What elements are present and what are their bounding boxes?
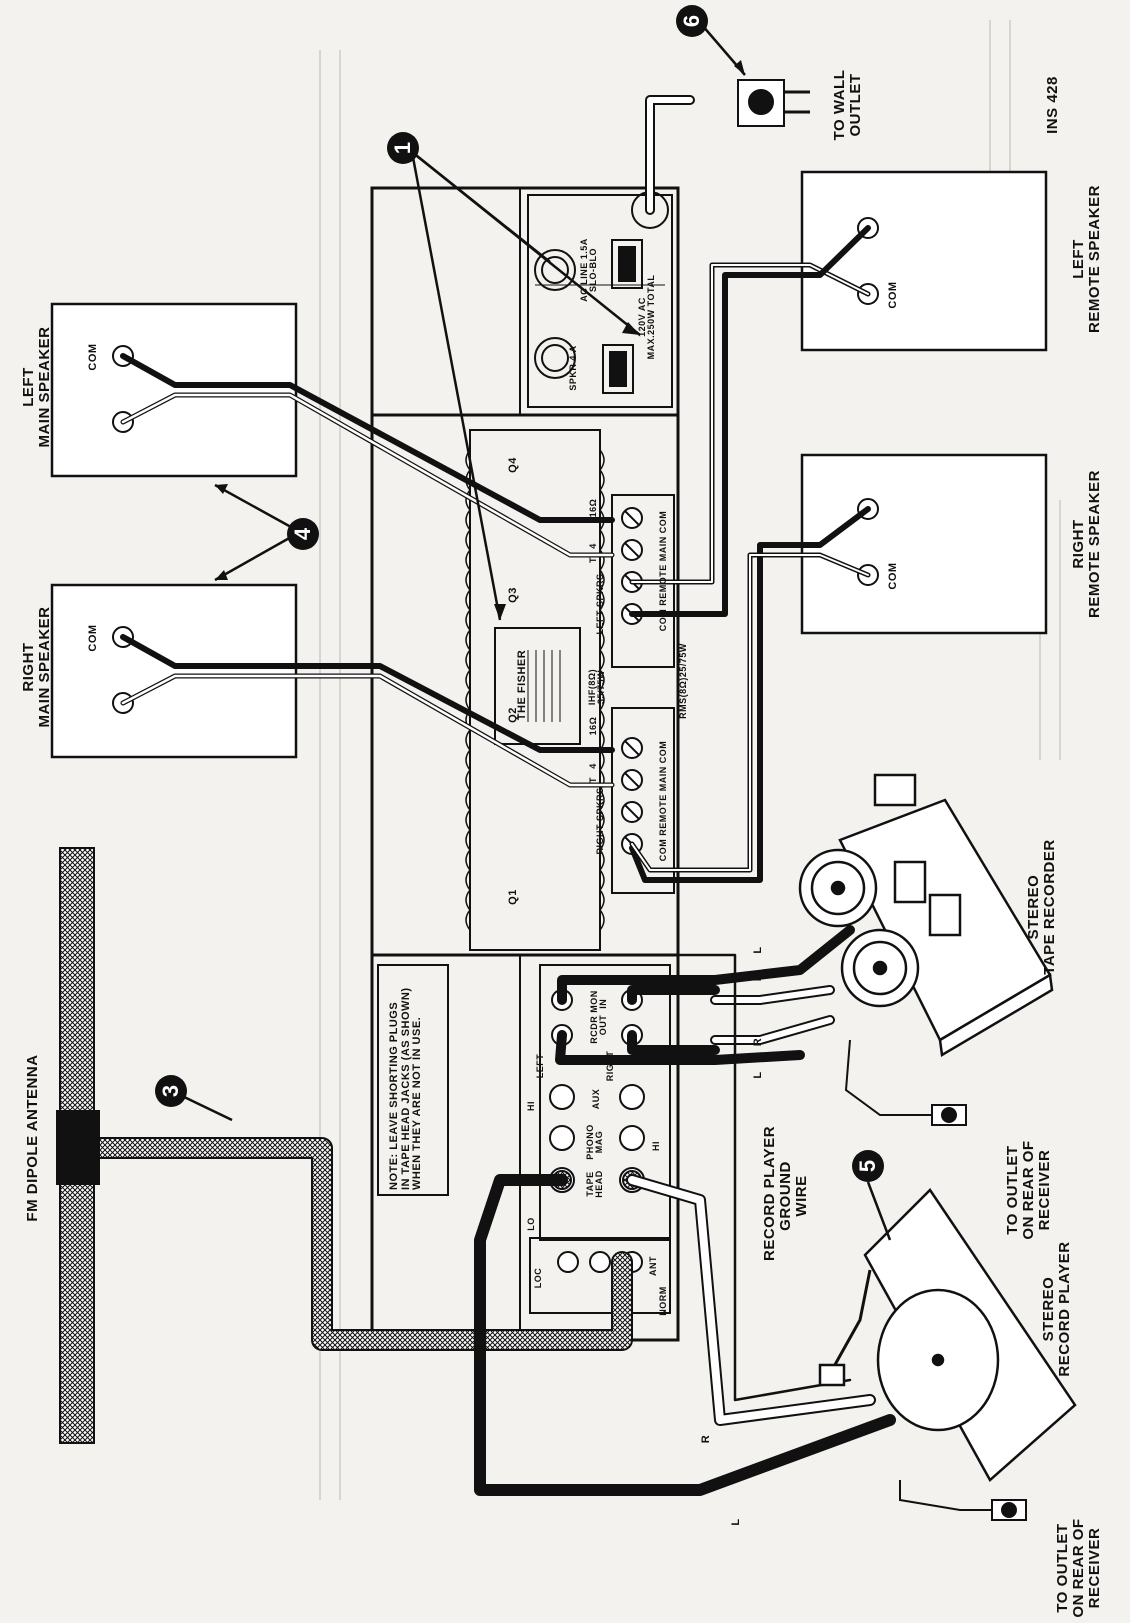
left-main-speaker-label: LEFT MAIN SPEAKER: [20, 326, 53, 448]
speaker-boxes: [50, 170, 1048, 759]
stereo-record-player-label: STEREO RECORD PLAYER: [1040, 1241, 1073, 1377]
com-label-right-main: COM: [87, 624, 99, 652]
com-label-left-remote: COM: [887, 281, 899, 309]
right-main-speaker-label: RIGHT MAIN SPEAKER: [20, 606, 53, 728]
stereo-tape-recorder-label: STEREO TAPE RECORDER: [1025, 839, 1058, 975]
left-spkrs-label: LEFT SPKRS: [595, 573, 605, 635]
q1-label: Q1: [507, 889, 519, 905]
rms-rating-label: RMS(8Ω)25/75W: [678, 643, 688, 719]
t-label-left: T: [588, 557, 598, 563]
com-label-left-main: COM: [87, 343, 99, 371]
lo-label-left: LO: [526, 1217, 536, 1231]
phono-mag-label: PHONO MAG: [585, 1124, 605, 1160]
callout-4: 4: [287, 518, 319, 550]
record-player: [818, 1188, 1077, 1482]
left-remote-speaker-label: LEFT REMOTE SPEAKER: [1070, 185, 1103, 333]
tape-recorder: [798, 773, 1054, 1058]
callout-1: 1: [387, 132, 419, 164]
callout-5: 5: [852, 1150, 884, 1182]
q4-label: Q4: [507, 457, 519, 473]
tape-l-label-bottom: L: [752, 1071, 764, 1079]
to-wall-outlet-label: TO WALL OUTLET: [831, 69, 864, 141]
t-label-right: T: [588, 777, 598, 783]
tape-r-label-top: R: [752, 972, 764, 982]
com-label-right-remote: COM: [887, 562, 899, 590]
right-remote-speaker-label: RIGHT REMOTE SPEAKER: [1070, 470, 1103, 618]
right-spkrs-label: RIGHT SPKRS: [595, 787, 605, 855]
right-channel-label: RIGHT: [605, 1050, 615, 1082]
ac-line-fuse-label: AC LINE 1.5A SLO-BLO: [579, 238, 599, 302]
fm-dipole-antenna: [56, 847, 100, 1444]
rcdr-mon-label: RCDR MON OUT IN: [589, 990, 609, 1044]
fm-dipole-antenna-label: FM DIPOLE ANTENNA: [24, 1054, 41, 1222]
com-remote-main-com-label-left: COM REMOTE MAIN COM: [658, 510, 668, 632]
spkr-fuse-label: SPKR 4 A: [568, 345, 578, 391]
max-wattage-label: 120V AC MAX.250W TOTAL: [637, 274, 657, 360]
the-fisher-nameplate: THE FISHER: [516, 649, 528, 721]
tape-r-label-bottom: R: [752, 1037, 764, 1047]
loc-label: LOC: [533, 1267, 543, 1289]
to-outlet-rear-label-1: TO OUTLET ON REAR OF RECEIVER: [1004, 1140, 1053, 1240]
callout-3: 3: [155, 1075, 187, 1107]
aux-label: AUX: [591, 1088, 601, 1110]
ant-label: ANT: [648, 1256, 658, 1276]
tape-head-label: TAPE HEAD: [585, 1170, 605, 1198]
power-plugs: [737, 79, 1027, 1521]
record-player-ground-wire-label: RECORD PLAYER GROUND WIRE: [761, 1125, 810, 1261]
left-channel-label: LEFT: [535, 1053, 545, 1079]
norm-label: NORM: [658, 1286, 668, 1316]
q3-label: Q3: [507, 587, 519, 603]
ins-number-label: INS 428: [1044, 76, 1061, 134]
tape-l-label-top: L: [752, 946, 764, 954]
callout-6: 6: [676, 5, 708, 37]
shorting-plugs-note: NOTE: LEAVE SHORTING PLUGS IN TAPE HEAD …: [388, 987, 424, 1190]
hi-label-left: HI: [526, 1101, 536, 1111]
ohm-16-label-right: 16Ω: [588, 716, 598, 736]
phono-l-label: L: [730, 1518, 742, 1526]
phono-r-label: R: [700, 1434, 712, 1444]
com-remote-main-com-label-right: COM REMOTE MAIN COM: [658, 740, 668, 862]
hi-label-right: HI: [651, 1141, 661, 1151]
ohm-16-label-left: 16Ω: [588, 498, 598, 518]
